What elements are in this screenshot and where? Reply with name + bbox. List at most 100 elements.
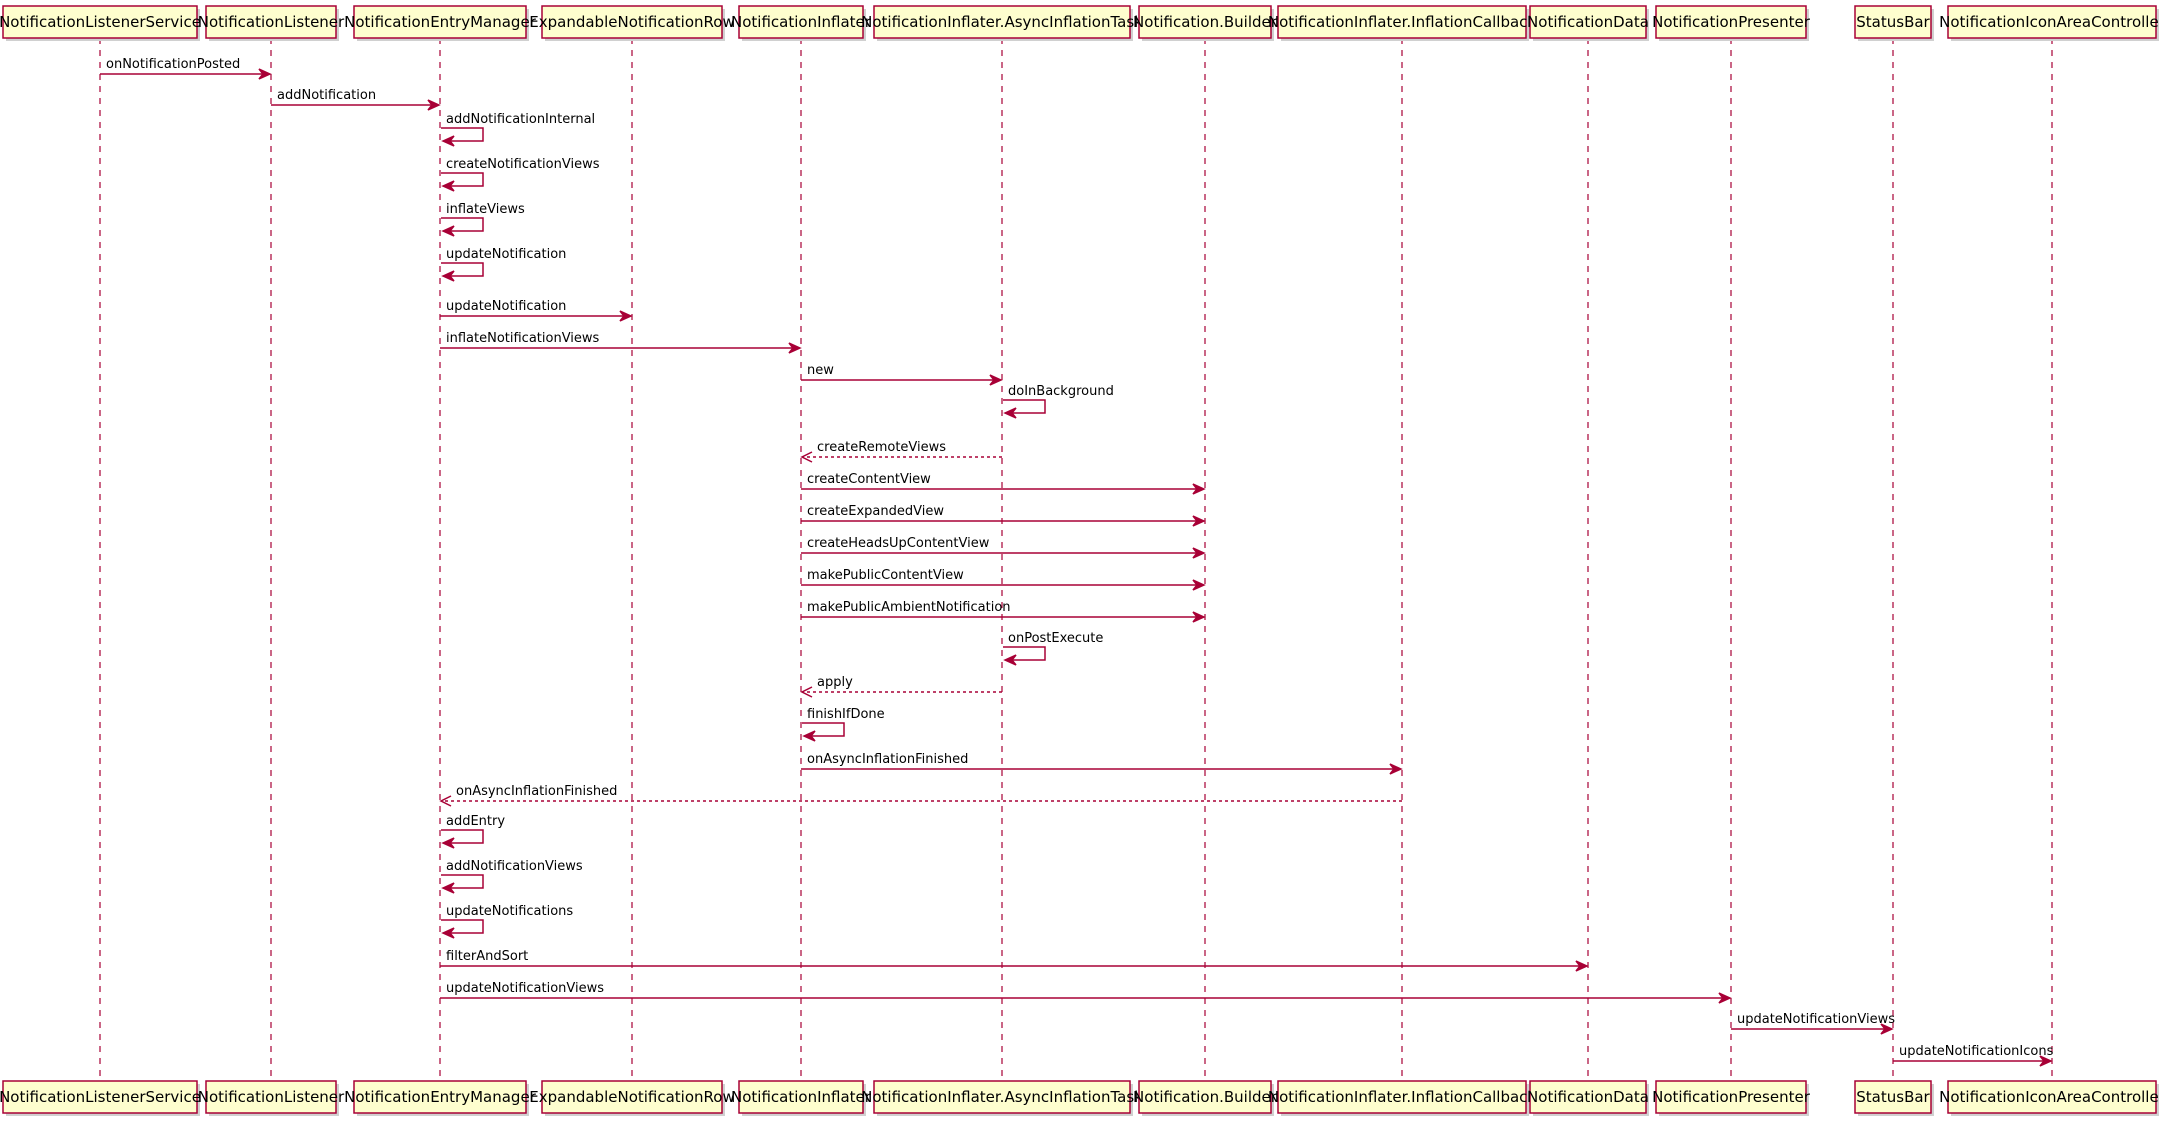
message-27: updateNotificationIcons [1893,1044,2054,1067]
message-label: new [807,363,834,378]
message-17: apply [800,675,1002,698]
participant-box [738,1080,864,1114]
message-label: makePublicContentView [807,568,964,583]
participant-top-4: NotificationInflater [731,5,872,41]
participant-bottom-8: NotificationData [1527,1080,1649,1116]
participant-box [205,1080,337,1114]
arrowhead [1389,763,1403,775]
participant-bottom-3: ExpandableNotificationRow [529,1080,735,1116]
message-23: updateNotifications [441,904,573,939]
message-label: createNotificationViews [446,157,600,172]
message-26: updateNotificationViews [1731,1012,1895,1035]
message-7: inflateNotificationViews [440,331,802,354]
message-label: updateNotificationViews [1737,1012,1895,1027]
participant-label: ExpandableNotificationRow [529,13,734,31]
message-label: updateNotifications [446,904,573,919]
participant-label: NotificationInflater [731,1088,872,1106]
participant-box [1529,5,1647,39]
message-15: makePublicAmbientNotification [801,600,1206,623]
participant-bottom-11: NotificationIconAreaController [1939,1080,2159,1116]
arrowhead [788,342,802,354]
arrowhead [1192,579,1206,591]
arrowhead [441,135,455,147]
message-12: createExpandedView [801,504,1206,527]
message-14: makePublicContentView [801,568,1206,591]
message-label: updateNotification [446,299,566,314]
self-message-line [441,127,484,142]
message-label: updateNotification [446,247,566,262]
message-11: createContentView [801,472,1206,495]
arrowhead [1718,992,1732,1004]
participant-box [541,1080,723,1114]
participant-label: NotificationListener [198,1088,345,1106]
participant-bottom-6: Notification.Builder [1133,1080,1278,1116]
participant-label: NotificationInflater.AsyncInflationTask [861,1088,1143,1106]
message-label: filterAndSort [446,949,528,964]
participant-box [541,5,723,39]
message-label: createRemoteViews [817,440,946,455]
message-5: updateNotification [441,247,566,282]
participant-box [1947,1080,2157,1114]
participant-top-0: NotificationListenerService [0,5,201,41]
participant-top-2: NotificationEntryManager [344,5,537,41]
message-21: addEntry [441,814,505,849]
participants-bottom: NotificationListenerServiceNotificationL… [0,1080,2159,1116]
message-label: updateNotificationViews [446,981,604,996]
participant-box [2,5,198,39]
participant-box [1277,5,1527,39]
participant-label: NotificationPresenter [1652,13,1811,31]
self-message-line [441,829,484,844]
arrowhead [441,837,455,849]
self-message-line [441,919,484,934]
message-label: createExpandedView [807,504,944,519]
arrowhead [441,270,455,282]
message-16: onPostExecute [1003,631,1103,666]
message-label: finishIfDone [807,707,885,722]
arrowhead [989,374,1003,386]
participant-label: NotificationInflater.InflationCallback [1268,13,1537,31]
participant-box [1138,5,1272,39]
message-19: onAsyncInflationFinished [801,752,1403,775]
message-label: createContentView [807,472,931,487]
participant-label: NotificationEntryManager [344,13,537,31]
message-label: makePublicAmbientNotification [807,600,1011,615]
arrowhead [1880,1023,1894,1035]
participant-bottom-10: StatusBar [1854,1080,1934,1116]
participant-bottom-0: NotificationListenerService [0,1080,201,1116]
arrowhead [441,927,455,939]
message-1: addNotification [271,88,441,111]
participant-label: NotificationEntryManager [344,1088,537,1106]
message-label: apply [817,675,853,690]
message-label: addNotificationInternal [446,112,595,127]
participant-bottom-4: NotificationInflater [731,1080,872,1116]
participant-box [738,5,864,39]
message-label: inflateViews [446,202,525,217]
message-13: createHeadsUpContentView [801,536,1206,559]
participant-label: NotificationData [1527,1088,1649,1106]
participant-box [1655,5,1807,39]
participant-box [205,5,337,39]
self-message-line [802,722,845,737]
arrowhead [1192,483,1206,495]
participant-bottom-5: NotificationInflater.AsyncInflationTask [861,1080,1143,1116]
participant-label: NotificationInflater [731,13,872,31]
arrowhead [1003,654,1017,666]
message-9: doInBackground [1003,384,1114,419]
arrowhead [2039,1055,2053,1067]
lifelines [99,38,2053,1081]
participant-label: NotificationInflater.InflationCallback [1268,1088,1537,1106]
arrowhead-open [800,451,813,463]
message-label: addNotificationViews [446,859,583,874]
self-message-line [441,262,484,277]
message-18: finishIfDone [802,707,885,742]
self-message-line [1003,646,1046,661]
message-label: updateNotificationIcons [1899,1044,2054,1059]
message-8: new [801,363,1003,386]
participant-label: NotificationIconAreaController [1939,1088,2159,1106]
arrowhead-open [439,795,452,807]
arrowhead [1192,547,1206,559]
arrowhead [441,180,455,192]
participant-top-10: StatusBar [1854,5,1934,41]
participant-label: NotificationPresenter [1652,1088,1811,1106]
arrowhead-open [800,686,813,698]
